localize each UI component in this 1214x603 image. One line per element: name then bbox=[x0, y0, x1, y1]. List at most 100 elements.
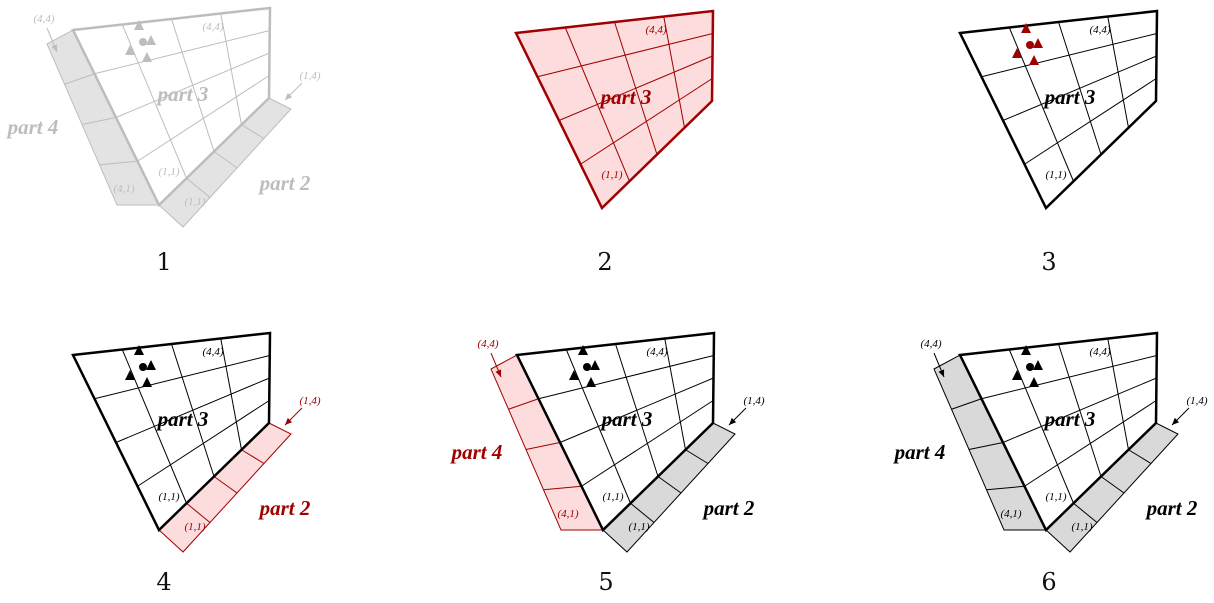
part-2-cell-line bbox=[186, 502, 211, 523]
part-3-corner-44: (4,4) bbox=[1089, 346, 1110, 358]
part-4-pointer-head bbox=[495, 369, 502, 377]
part-2-cell-line bbox=[657, 476, 682, 494]
edge-arrow-icon bbox=[578, 345, 588, 355]
part-2-label: part 2 bbox=[702, 496, 755, 520]
part-4-corner-44: (4,4) bbox=[477, 338, 498, 350]
part-2-corner-11: (1,1) bbox=[1071, 521, 1092, 533]
grid-line bbox=[559, 377, 714, 443]
grid-line bbox=[1002, 377, 1157, 443]
vertex-dot-icon bbox=[1026, 41, 1034, 49]
edge-arrow-icon bbox=[569, 370, 579, 380]
part-4-cell-line bbox=[543, 485, 582, 491]
part-3-face bbox=[960, 333, 1157, 530]
part-2-pointer-head bbox=[285, 417, 293, 425]
part-2-cell-line bbox=[685, 449, 709, 464]
edge-arrow-icon bbox=[1033, 360, 1043, 370]
part-2-corner-11: (1,1) bbox=[184, 521, 205, 533]
part-2-label: part 2 bbox=[1145, 496, 1198, 520]
edge-arrow-icon bbox=[1021, 345, 1031, 355]
part-4-cell-line bbox=[64, 73, 95, 85]
part-4-corner-41: (4,1) bbox=[557, 508, 578, 520]
edge-arrow-icon bbox=[134, 20, 144, 30]
grid-line bbox=[580, 78, 713, 165]
part-3-label: part 3 bbox=[156, 82, 209, 106]
panel-4: (1,4) (1,1) part 2 part 3 (4,4) (1,1) bbox=[71, 331, 321, 553]
grid-line bbox=[1002, 55, 1157, 121]
part-2-pointer-head bbox=[285, 92, 293, 100]
edge-arrow-icon bbox=[142, 377, 152, 387]
edge-arrow-icon bbox=[1021, 23, 1031, 33]
grid-line bbox=[1107, 16, 1129, 128]
edge-arrow-icon bbox=[586, 377, 596, 387]
part-3-corner-44: (4,4) bbox=[202, 21, 223, 33]
part-2-label: part 2 bbox=[258, 496, 311, 520]
part-4-cell-line bbox=[99, 160, 138, 166]
part-2-cell-line bbox=[630, 502, 655, 523]
grid-line bbox=[220, 13, 242, 125]
part-2-cell-line bbox=[213, 151, 238, 169]
grid-line bbox=[115, 52, 270, 118]
grid-line bbox=[137, 400, 270, 487]
edge-arrow-icon bbox=[125, 45, 135, 55]
edge-arrow-icon bbox=[146, 35, 156, 45]
part-3-face bbox=[73, 333, 270, 530]
grid-line bbox=[1107, 338, 1129, 450]
panel-number: 6 bbox=[1041, 568, 1056, 596]
part-2-corner-14: (1,4) bbox=[299, 395, 320, 407]
edge-arrow-icon bbox=[142, 52, 152, 62]
part-3-corner-11: (1,1) bbox=[601, 169, 622, 181]
part-3-label: part 3 bbox=[1043, 85, 1096, 109]
part-3-face bbox=[516, 11, 713, 208]
edge-arrow-icon bbox=[1029, 377, 1039, 387]
part-2-corner-11: (1,1) bbox=[184, 196, 205, 208]
part-3-label: part 3 bbox=[1043, 407, 1096, 431]
part-3-corner-44: (4,4) bbox=[646, 346, 667, 358]
part-2-cell-line bbox=[1073, 502, 1098, 523]
part-4-corner-41: (4,1) bbox=[113, 183, 134, 195]
part-3-corner-44: (4,4) bbox=[1089, 24, 1110, 36]
part-2-corner-14: (1,4) bbox=[743, 395, 764, 407]
part-2-pointer-head bbox=[729, 417, 737, 425]
part-3-border bbox=[71, 331, 272, 533]
part-2-cell-line bbox=[213, 476, 238, 494]
part-3-label: part 3 bbox=[156, 407, 209, 431]
part-3-corner-44: (4,4) bbox=[645, 24, 666, 36]
edge-arrow-icon bbox=[1029, 55, 1039, 65]
grid-line bbox=[663, 16, 685, 128]
part-3-corner-11: (1,1) bbox=[158, 491, 179, 503]
part-4-cell-line bbox=[81, 117, 117, 125]
panel-number: 1 bbox=[156, 248, 171, 276]
edge-arrow-icon bbox=[1033, 38, 1043, 48]
panel-3: part 3 (4,4) (1,1) bbox=[958, 9, 1159, 211]
part-2-corner-11: (1,1) bbox=[628, 521, 649, 533]
part-3-corner-11: (1,1) bbox=[1045, 169, 1066, 181]
part-2-cell-line bbox=[1128, 449, 1152, 464]
grid-line bbox=[115, 377, 270, 443]
part-3-corner-11: (1,1) bbox=[602, 491, 623, 503]
part-3-border bbox=[514, 9, 715, 211]
part-4-cell-line bbox=[951, 398, 982, 410]
part-3-label: part 3 bbox=[600, 407, 653, 431]
part-3-border bbox=[958, 331, 1159, 533]
part-2-cell-line bbox=[1100, 476, 1125, 494]
vertex-dot-icon bbox=[583, 363, 591, 371]
part-3-face bbox=[517, 333, 714, 530]
part-3-border bbox=[515, 331, 716, 533]
part-4-corner-44: (4,4) bbox=[920, 338, 941, 350]
part-2-pointer-head bbox=[1172, 417, 1180, 425]
part-4-cell-line bbox=[525, 442, 561, 450]
panel-number: 4 bbox=[156, 568, 171, 596]
part-4-label: part 4 bbox=[893, 440, 946, 464]
part-3-corner-11: (1,1) bbox=[158, 166, 179, 178]
edge-arrow-icon bbox=[146, 360, 156, 370]
part-3-face bbox=[960, 11, 1157, 208]
part-3-corner-44: (4,4) bbox=[202, 346, 223, 358]
part-2-cell-line bbox=[241, 124, 265, 139]
part-3-corner-11: (1,1) bbox=[1045, 491, 1066, 503]
vertex-dot-icon bbox=[139, 363, 147, 371]
part-2-corner-14: (1,4) bbox=[299, 70, 320, 82]
